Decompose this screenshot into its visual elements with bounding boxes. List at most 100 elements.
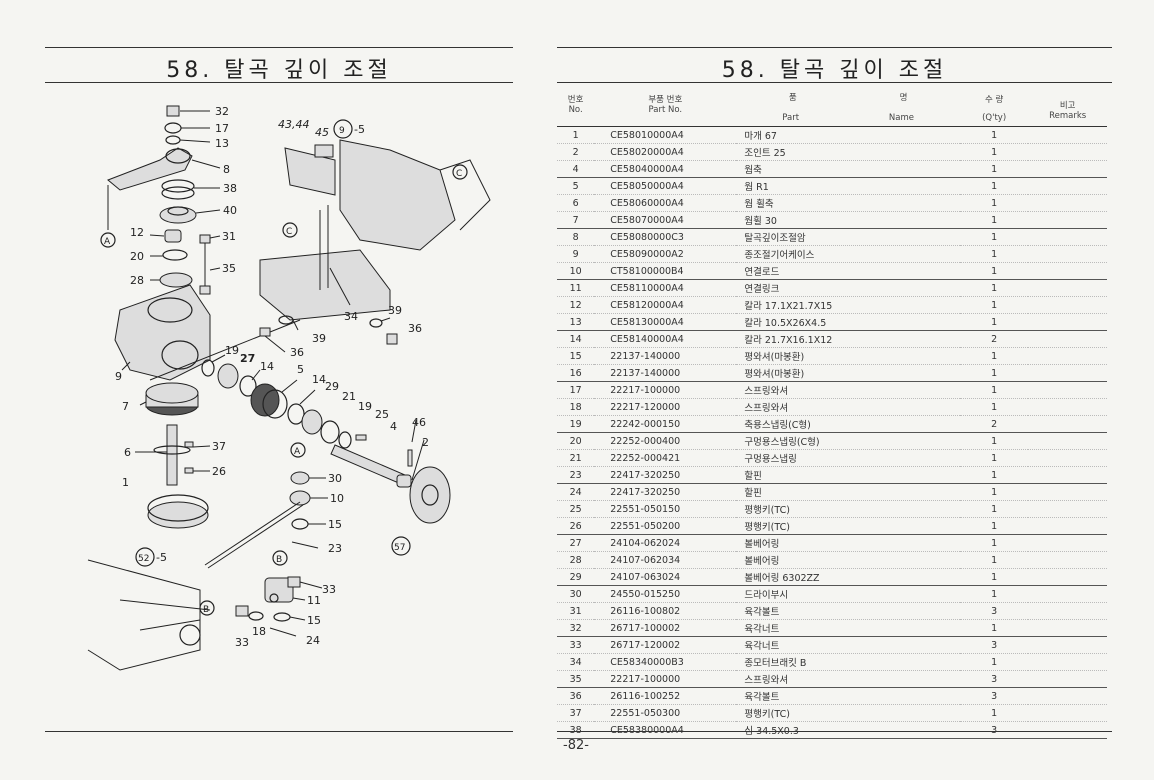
cell-remarks [1028, 228, 1107, 246]
cell-remarks [1028, 585, 1107, 603]
cell-part-name: 탈곡깊이조절암 [736, 228, 960, 246]
callout-21: 21 [342, 390, 356, 403]
callout-12: 12 [130, 226, 144, 239]
snap-ring-19 [201, 359, 215, 377]
callout-11: 11 [307, 594, 321, 607]
cell-remarks [1028, 721, 1107, 739]
cell-qty: 1 [959, 432, 1029, 450]
cell-qty: 1 [959, 653, 1029, 671]
part-45 [314, 144, 334, 158]
callout-28: 28 [130, 274, 144, 287]
nut-33 [287, 576, 301, 588]
cell-qty: 1 [959, 568, 1029, 586]
cell-part-name: 드라이부시 [736, 585, 960, 603]
gear-case-9 [114, 284, 211, 381]
callout-a1: A [104, 237, 111, 247]
cell-no: 16 [557, 364, 595, 382]
callout-27: 27 [240, 352, 255, 365]
cell-qty: 3 [959, 721, 1029, 739]
cell-qty: 1 [959, 313, 1029, 331]
ref-circle-b1 [272, 550, 288, 566]
cell-part-name: 심 34.5X0.3 [736, 721, 960, 739]
key-25 [355, 434, 367, 441]
callout-31: 31 [222, 230, 236, 243]
cell-remarks [1028, 143, 1107, 161]
callout-19b: 19 [358, 400, 372, 413]
cell-no: 1 [557, 126, 595, 144]
cell-no: 31 [557, 602, 595, 620]
callout-1: 1 [122, 476, 129, 489]
callout-33: 33 [322, 583, 336, 596]
cell-no: 5 [557, 177, 595, 195]
ref-circle-57 [391, 536, 411, 556]
parts-list-title: 58. 탈곡 깊이 조절 [721, 58, 948, 83]
callout-19: 19 [225, 344, 239, 357]
cell-no: 23 [557, 466, 595, 484]
bearing-28 [159, 272, 193, 288]
cell-no: 9 [557, 245, 595, 263]
washer-39b [369, 318, 383, 328]
cell-qty: 1 [959, 619, 1029, 637]
exploded-parts-diagram: 32 17 13 8 38 40 12 31 20 35 28 9 19 27 … [87, 105, 491, 671]
cell-part-name: 축용스냅링(C형) [736, 415, 960, 433]
cell-remarks [1028, 500, 1107, 518]
ref-circle-c2 [452, 164, 468, 180]
callout-13: 13 [215, 137, 229, 150]
cell-part-name: 조인트 25 [736, 143, 960, 161]
cell-part-no: CE58060000A4 [594, 194, 737, 212]
cell-no: 18 [557, 398, 595, 416]
ref-circle-a2 [290, 442, 306, 458]
cell-qty: 1 [959, 279, 1029, 297]
cell-part-name: 웜휠 30 [736, 211, 960, 229]
cell-part-no: 22217-120000 [594, 398, 737, 416]
callout-b1: B [276, 555, 282, 565]
ref-circle-b2 [199, 600, 215, 616]
joint-2 [396, 474, 412, 488]
cell-no: 36 [557, 687, 595, 705]
cell-remarks [1028, 449, 1107, 467]
callout-14b: 14 [312, 373, 326, 386]
callout-9-5-num: 9 [339, 126, 345, 136]
diagram-title: 58. 탈곡 깊이 조절 [166, 58, 392, 83]
cell-part-name: 평와셔(마봉환) [736, 347, 960, 365]
cell-no: 24 [557, 483, 595, 501]
cell-qty: 2 [959, 415, 1029, 433]
bolt-31 [199, 234, 211, 290]
cell-part-no: 22551-050300 [594, 704, 737, 722]
callout-20: 20 [130, 250, 144, 263]
cell-part-no: 22551-050150 [594, 500, 737, 518]
callout-40: 40 [223, 204, 237, 217]
collar-12 [164, 229, 182, 243]
cell-part-no: 22137-140000 [594, 347, 737, 365]
collar-13 [165, 135, 181, 145]
link-11 [264, 577, 294, 603]
cell-no: 25 [557, 500, 595, 518]
cell-qty: 1 [959, 126, 1029, 144]
cell-qty: 1 [959, 296, 1029, 314]
cell-remarks [1028, 483, 1107, 501]
washer-15 [291, 518, 309, 530]
callout-43-44: 43,44 [278, 118, 310, 131]
title-rule [45, 82, 513, 83]
cell-qty: 1 [959, 704, 1029, 722]
cell-part-no: 22242-000150 [594, 415, 737, 433]
cell-qty: 1 [959, 398, 1029, 416]
cell-no: 34 [557, 653, 595, 671]
cell-qty: 1 [959, 160, 1029, 178]
cell-part-name: 종모터브래킷 B [736, 653, 960, 671]
page-number: -82- [563, 738, 589, 753]
callout-9-5-suffix: -5 [354, 123, 365, 136]
callout-a2: A [294, 447, 301, 457]
